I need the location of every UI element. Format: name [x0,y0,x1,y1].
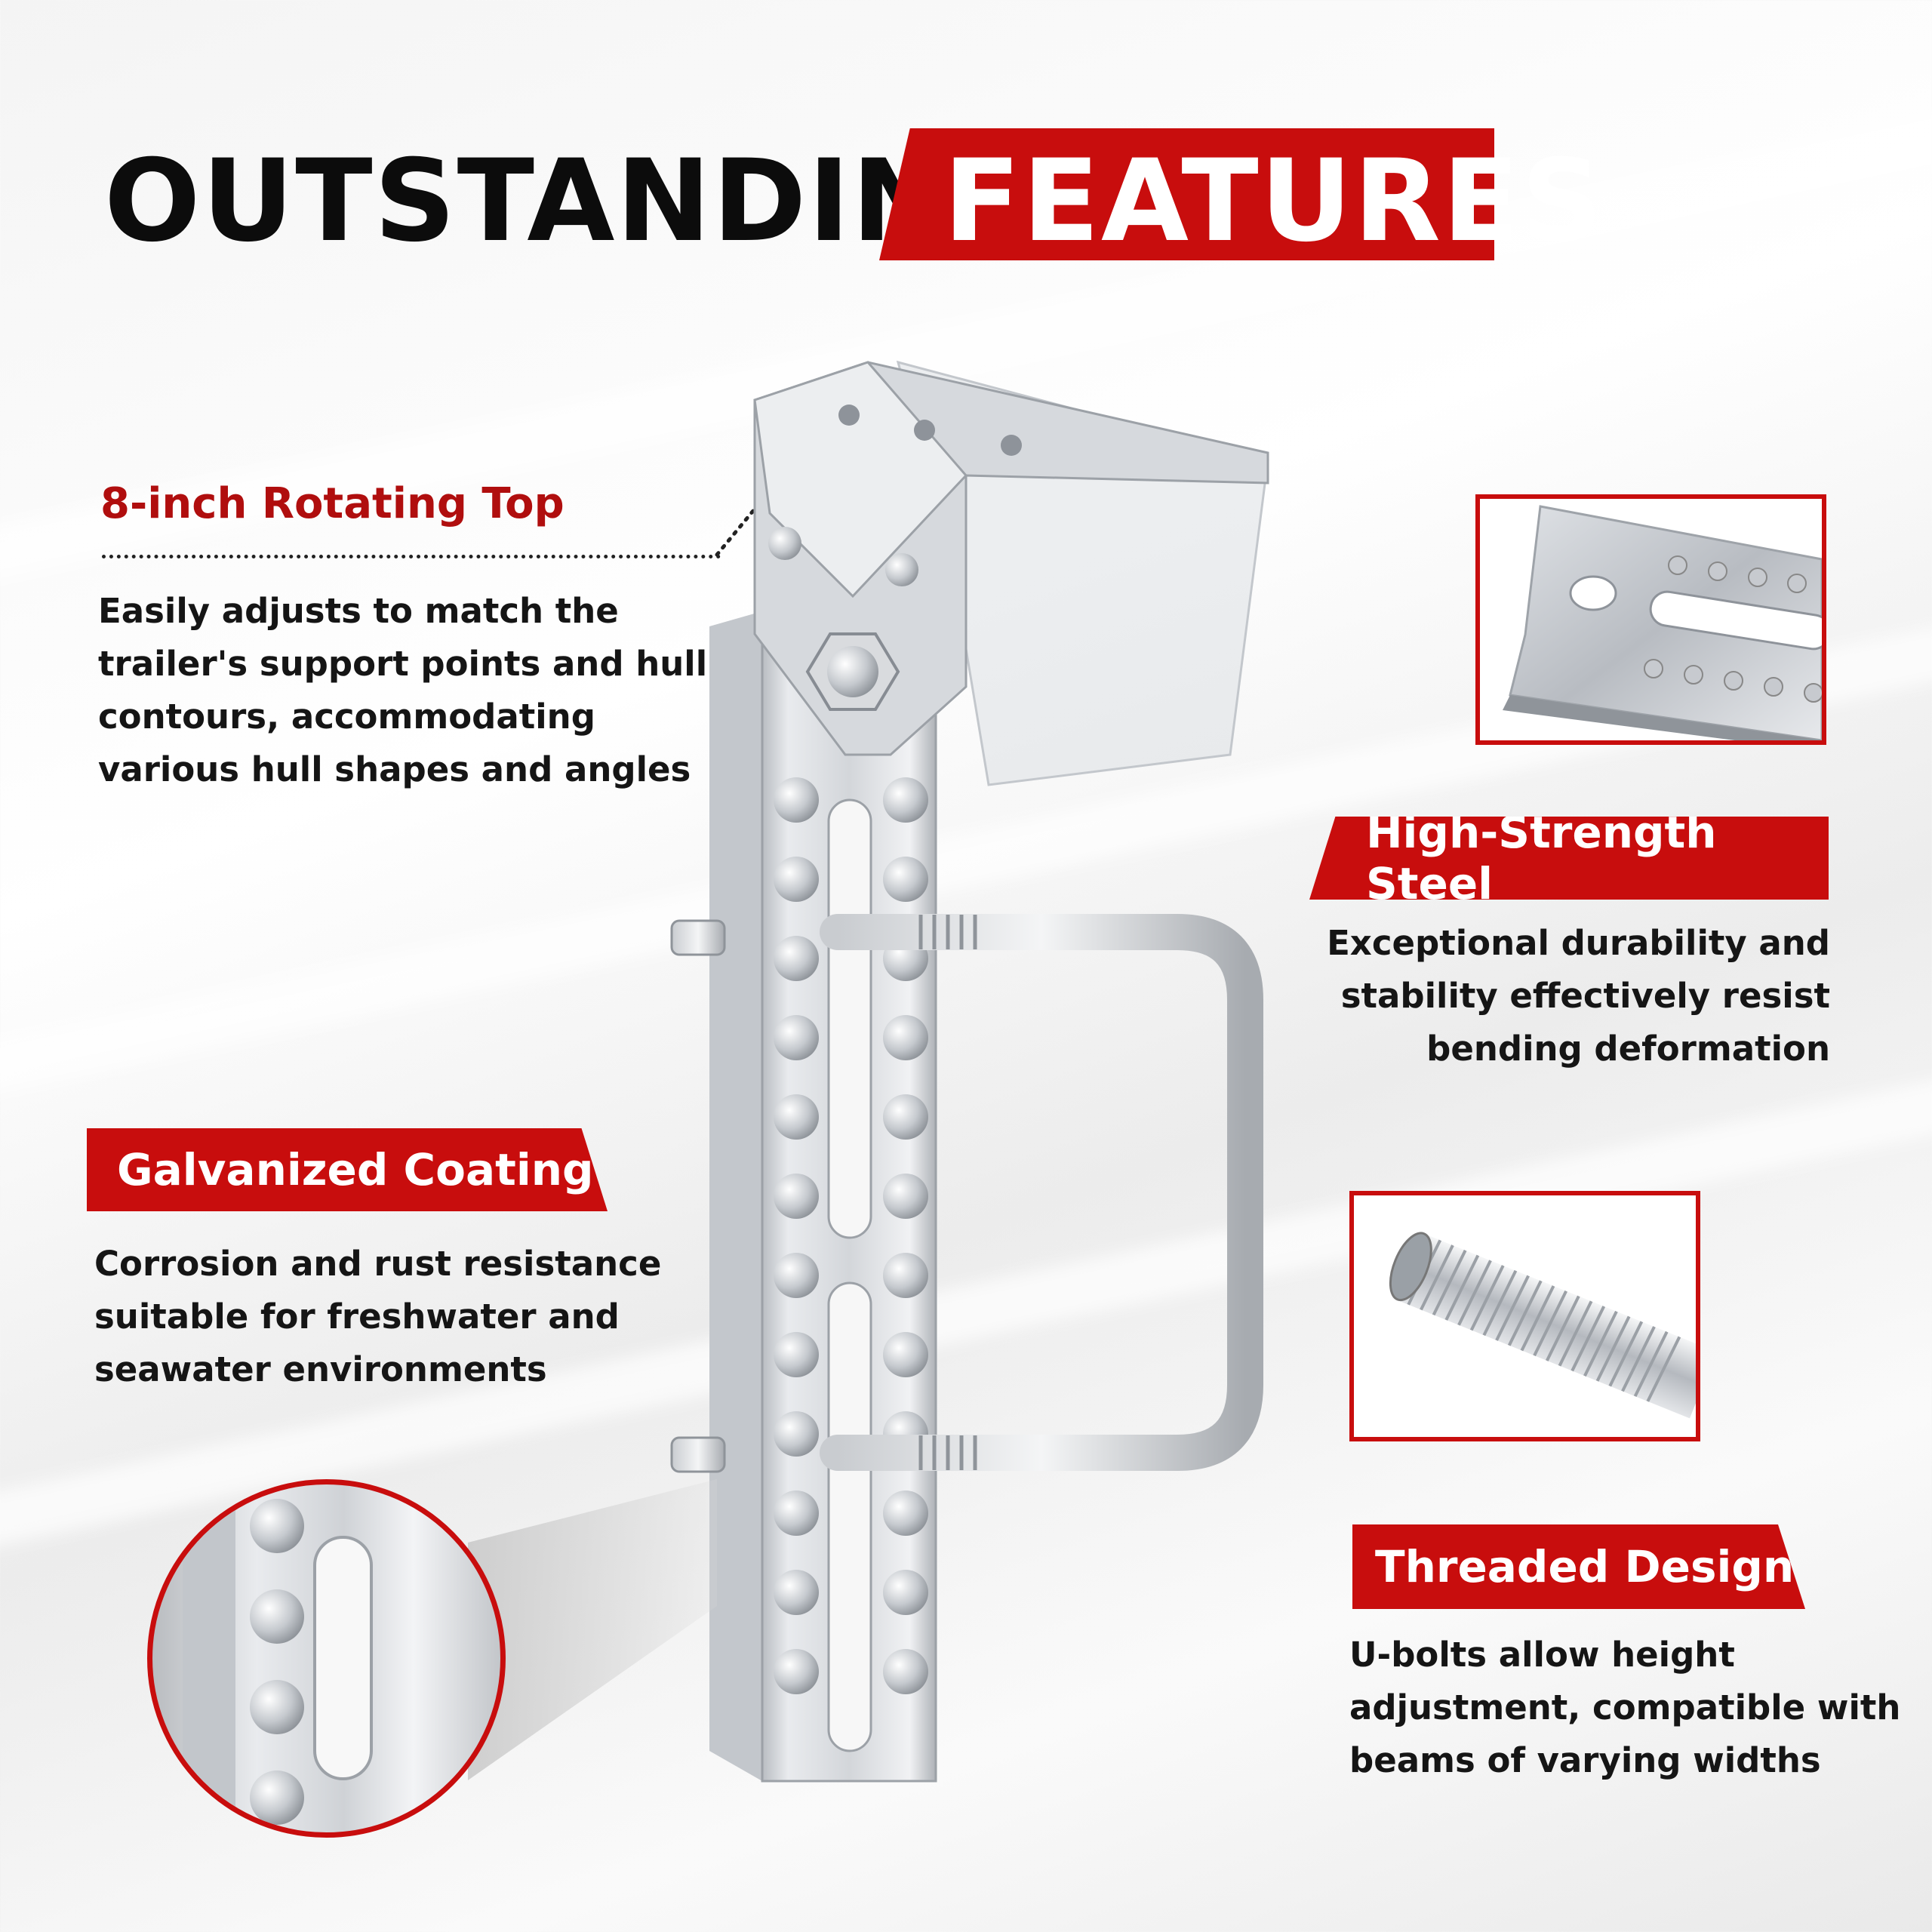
steel-description: Exceptional durability and stability eff… [1327,923,1830,1069]
steel-channel-image [1503,505,1822,740]
threaded-rod-inset [1349,1191,1700,1441]
rotating-top-heading: 8-inch Rotating Top [100,479,565,528]
title-features: FEATURES [943,136,1604,267]
leader-line [102,555,721,558]
title-red-banner [879,128,1494,260]
threaded-rod-image [1389,1232,1696,1419]
rotating-top-description: Easily adjusts to match the trailer's su… [98,591,708,789]
galvanized-description: Corrosion and rust resistance suitable f… [94,1244,662,1389]
zoom-detail-image [183,1484,373,1832]
galvanized-coating-tag: Galvanized Coating [87,1128,608,1211]
threaded-design-tag: Threaded Design [1352,1524,1805,1609]
bunk-bracket-image [670,360,1269,1783]
steel-channel-inset [1475,494,1826,745]
galvanized-zoom-circle [147,1479,506,1838]
high-strength-steel-tag: High-Strength Steel [1309,817,1829,900]
threaded-description: U-bolts allow height adjustment, compati… [1349,1635,1901,1780]
